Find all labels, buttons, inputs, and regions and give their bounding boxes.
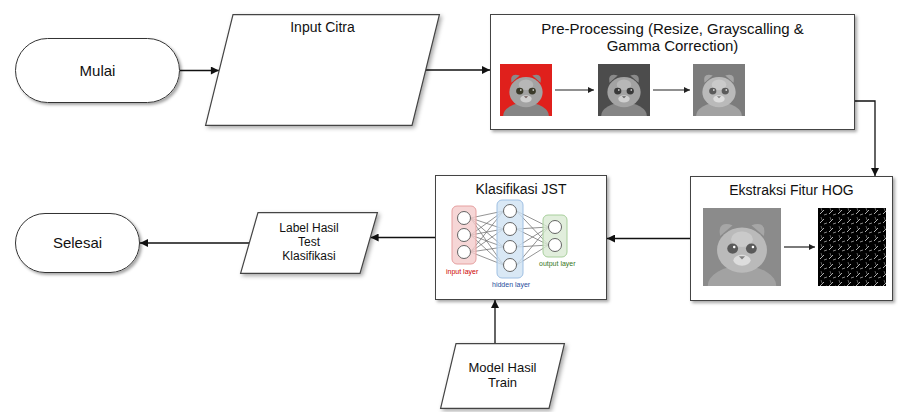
process-box: Ekstraksi Fitur HOG [690, 176, 893, 301]
terminal-box: Selesai [15, 213, 140, 273]
flow-arrow [607, 238, 690, 239]
io-parallelogram: Input Citra [205, 14, 440, 126]
cat-face [708, 224, 777, 306]
terminal-box: Mulai [15, 38, 180, 103]
flow-arrow [494, 300, 495, 343]
step-arrow [784, 246, 815, 247]
grayscale-photo [598, 64, 650, 130]
node-text: Ekstraksi Fitur HOG [729, 182, 853, 198]
cat-face [601, 75, 647, 130]
cat-face [696, 75, 742, 130]
node-text: Klasifikasi JST [475, 181, 566, 197]
parallelogram-shape [206, 15, 440, 126]
layer-label: hidden layer [492, 281, 530, 289]
flow-arrow [855, 101, 875, 176]
input-layer-band [452, 206, 476, 264]
flow-arrow [140, 242, 249, 243]
node-text: Selesai [53, 234, 102, 251]
process-box: Pre-Processing (Resize, Grayscalling & G… [490, 14, 855, 130]
parallelogram-shape [241, 213, 378, 274]
cat-photo [500, 64, 552, 130]
layer-label: output layer [539, 260, 576, 268]
node-text: Mulai [80, 62, 116, 79]
parallelogram-shape [441, 344, 565, 409]
cat-face [503, 75, 549, 130]
gamma-photo [703, 208, 781, 306]
flow-arrow [371, 237, 435, 238]
flow-arrow [180, 70, 219, 71]
io-parallelogram: Label Hasil Test Klasifikasi [240, 212, 378, 274]
output-layer-band [543, 215, 567, 257]
hog-image [818, 208, 886, 286]
node-text: Pre-Processing (Resize, Grayscalling & G… [528, 20, 818, 55]
step-arrow [555, 89, 594, 90]
io-parallelogram: Model Hasil Train [440, 343, 565, 409]
hidden-layer-band [497, 200, 523, 278]
node-text: Label Hasil Test Klasifikasi [273, 222, 345, 263]
gamma-photo [693, 64, 745, 130]
layer-label: input layer [446, 268, 478, 276]
node-text: Model Hasil Train [467, 361, 539, 391]
node-text: Input Citra [290, 19, 355, 35]
flow-arrow [426, 69, 490, 70]
step-arrow [653, 89, 690, 90]
